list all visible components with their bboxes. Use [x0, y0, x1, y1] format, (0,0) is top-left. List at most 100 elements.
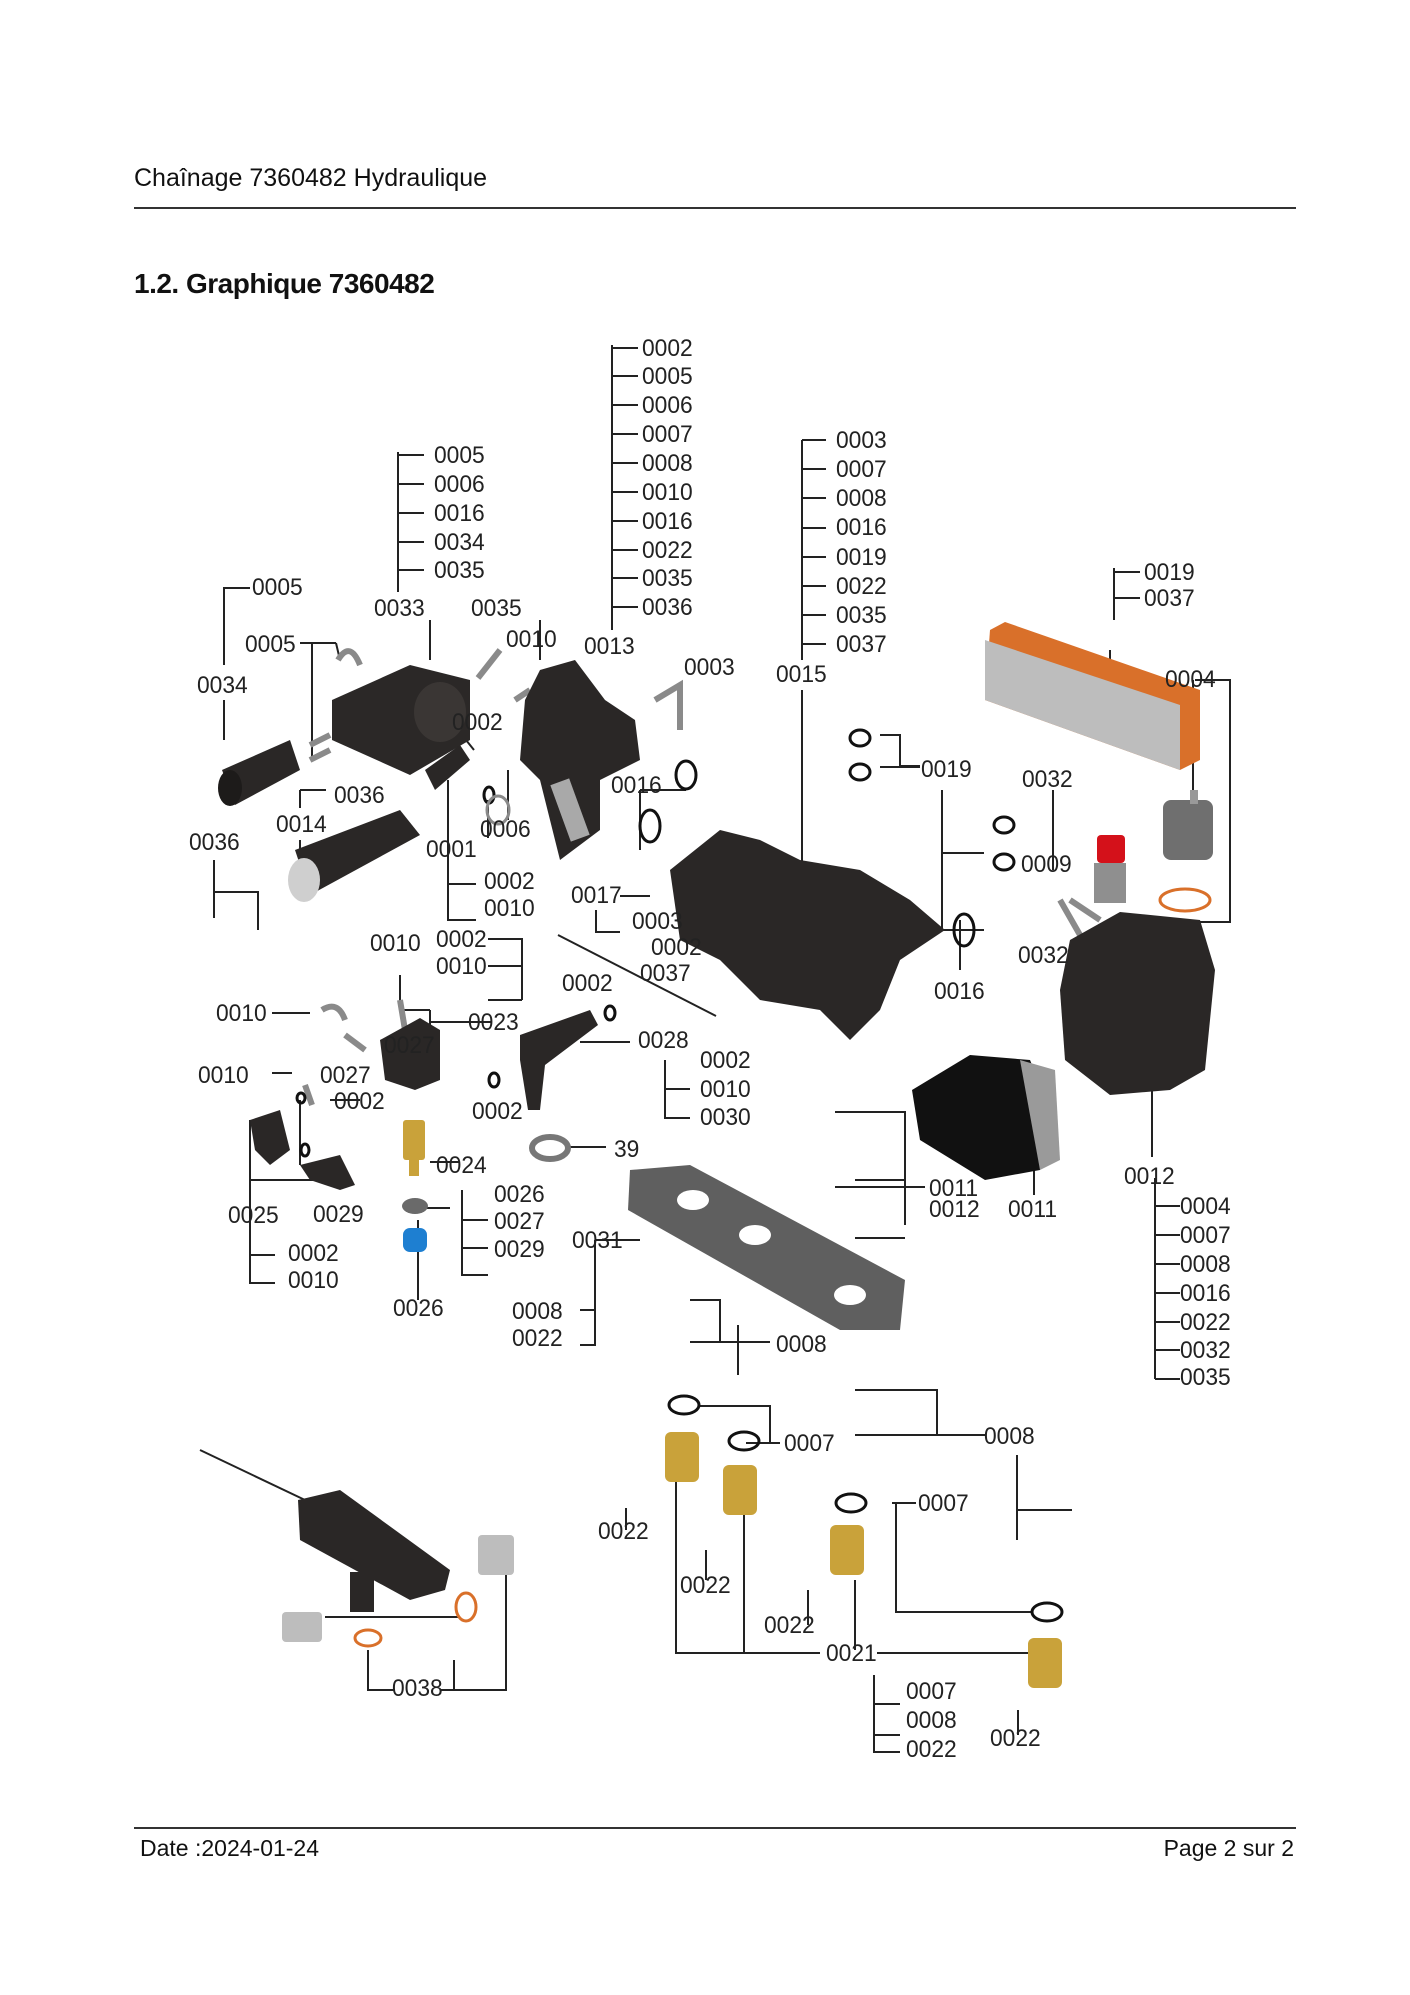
label-0033-child: 0005	[434, 442, 485, 469]
label-0036: 0036	[189, 829, 240, 856]
part-0018	[985, 622, 1200, 770]
label-0021-child: 0007	[906, 1678, 957, 1705]
part-0004	[1163, 790, 1213, 860]
label-0002: 0002	[452, 709, 503, 736]
label-0031-child: 0008	[512, 1298, 563, 1325]
label-0018-child: 0037	[1144, 585, 1195, 612]
label-0015-child: 0008	[836, 485, 887, 512]
part-0033	[332, 665, 470, 775]
label-0028-child: 0002	[700, 1047, 751, 1074]
label-0005: 0005	[245, 631, 296, 658]
label-0022: 0022	[764, 1612, 815, 1639]
label-0013-child: 0016	[642, 508, 693, 535]
label-0021-child: 0022	[906, 1736, 957, 1763]
part-clips	[302, 648, 1102, 1106]
label-0013-child: 0008	[642, 450, 693, 477]
label-0012-child: 0007	[1180, 1222, 1231, 1249]
part-39	[529, 1134, 571, 1162]
label-0007: 0007	[784, 1430, 835, 1457]
label-0015-child: 0016	[836, 514, 887, 541]
part-0023	[380, 1018, 440, 1090]
label-0023-child: 0010	[436, 953, 487, 980]
label-0013-child: 0007	[642, 421, 693, 448]
label-0013-child: 0006	[642, 392, 693, 419]
label-0033-child: 0016	[434, 500, 485, 527]
label-0033-child: 0034	[434, 529, 485, 556]
label-0022: 0022	[680, 1572, 731, 1599]
label-0021-child: 0008	[906, 1707, 957, 1734]
label-0010: 0010	[370, 930, 421, 957]
label-0028: 0028	[638, 1027, 689, 1054]
header-divider	[134, 207, 1296, 209]
footer-date: Date :2024-01-24	[140, 1835, 320, 1861]
label-0010: 0010	[506, 626, 557, 653]
label-0022: 0022	[990, 1725, 1041, 1752]
label-0014: 0014	[276, 811, 327, 838]
label-0015-child: 0037	[836, 631, 887, 658]
footer-page-number: Page 2 sur 2	[1163, 1835, 1294, 1861]
label-0031-child: 0022	[512, 1325, 563, 1352]
label-0002: 0002	[651, 934, 702, 961]
label-0016: 0016	[934, 978, 985, 1005]
label-0015: 0015	[776, 661, 827, 688]
label-0002: 0002	[472, 1098, 523, 1125]
label-0013-child: 0036	[642, 594, 693, 621]
label-0033-child: 0006	[434, 471, 485, 498]
label-0013: 0013	[584, 633, 635, 660]
label-0013-child: 0010	[642, 479, 693, 506]
label-0024: 0024	[436, 1152, 487, 1179]
part-0034	[218, 740, 300, 806]
label-0026: 0026	[393, 1295, 444, 1322]
label-0027-overlay: 0027	[384, 1032, 435, 1059]
part-0031	[628, 1165, 905, 1330]
label-0007: 0007	[918, 1490, 969, 1517]
label-0024-child: 0029	[494, 1236, 545, 1263]
label-0019: 0019	[921, 756, 972, 783]
section-title: 1.2. Graphique 7360482	[134, 268, 435, 299]
label-0035: 0035	[471, 595, 522, 622]
label-0013-child: 0022	[642, 537, 693, 564]
label-0012-child: 0008	[1180, 1251, 1231, 1278]
part-o-rings	[295, 728, 1064, 1623]
label-0001-child: 0002	[484, 868, 535, 895]
label-0015-child: 0035	[836, 602, 887, 629]
label-0002: 0002	[334, 1088, 385, 1115]
label-0010: 0010	[216, 1000, 267, 1027]
label-0028-child: 0030	[700, 1104, 751, 1131]
label-0024-child: 0027	[494, 1208, 545, 1235]
label-0021: 0021	[826, 1640, 877, 1667]
label-0011: 0011	[929, 1175, 979, 1202]
label-0027: 0027	[320, 1062, 371, 1089]
part-0029	[402, 1198, 428, 1214]
label-0012-child: 0004	[1180, 1193, 1231, 1220]
footer-divider	[134, 1827, 1296, 1829]
label-0012-child: 0032	[1180, 1337, 1231, 1364]
label-0015-child: 0003	[836, 427, 887, 454]
part-0024	[403, 1120, 425, 1176]
label-0025-child: 0010	[288, 1267, 339, 1294]
label-0015-child: 0019	[836, 544, 887, 571]
label-0031: 0031	[572, 1227, 623, 1254]
part-0021-fittings	[665, 1432, 1062, 1688]
label-0034: 0034	[197, 672, 248, 699]
label-0008: 0008	[776, 1331, 827, 1358]
label-0013-child: 0002	[642, 335, 693, 362]
label-0003: 0003	[632, 908, 683, 935]
label-0012-child: 0035	[1180, 1364, 1231, 1391]
label-0017: 0017	[571, 882, 622, 909]
part-0026	[403, 1228, 427, 1252]
part-0028	[520, 1010, 598, 1110]
label-0013-child: 0035	[642, 565, 693, 592]
label-0012-child: 0016	[1180, 1280, 1231, 1307]
label-0032: 0032	[1018, 942, 1069, 969]
label-0029: 0029	[313, 1201, 364, 1228]
label-0025-child: 0002	[288, 1240, 339, 1267]
label-0023-child: 0002	[436, 926, 487, 953]
part-0013	[520, 660, 640, 860]
label-0033: 0033	[374, 595, 425, 622]
part-0025	[250, 1110, 355, 1190]
document-header-title: Chaînage 7360482 Hydraulique	[134, 164, 488, 192]
part-0038	[199, 1449, 514, 1648]
label-0022: 0022	[598, 1518, 649, 1545]
